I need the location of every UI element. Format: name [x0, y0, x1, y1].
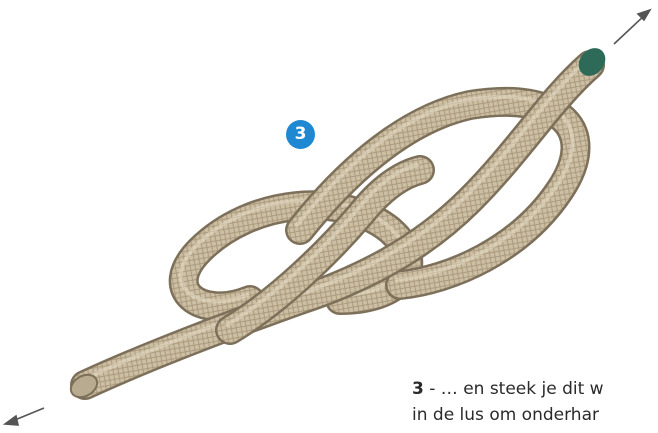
- caption-line-1: 3 - … en steek je dit w: [412, 376, 658, 402]
- instruction-caption: 3 - … en steek je dit w in de lus om ond…: [412, 376, 658, 433]
- rope: [82, 60, 590, 385]
- arrow-up-right-icon: [614, 10, 650, 44]
- caption-step-number: 3: [412, 379, 424, 399]
- caption-line-2: in de lus om onderhar: [412, 402, 658, 428]
- caption-text-1: - … en steek je dit w: [424, 379, 604, 399]
- step-number-badge: 3: [286, 120, 315, 149]
- arrow-down-left-icon: [5, 408, 44, 425]
